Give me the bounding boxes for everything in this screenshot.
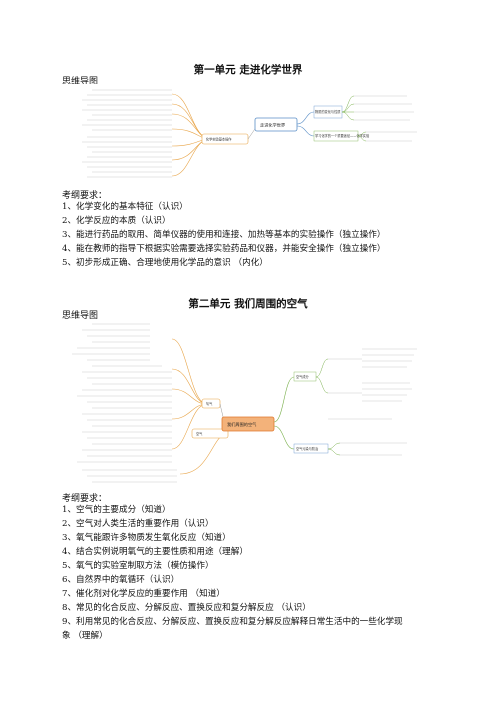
unit2-req-item: 1、空气的主要成分（知道） xyxy=(62,505,171,515)
unit2-right-node-pollution: 空气污染与防治 xyxy=(296,446,319,451)
unit2-left-node-air: 空气 xyxy=(196,431,203,436)
unit1-right-node-1: 物质的变化与性质 xyxy=(315,109,341,114)
unit2-req-item: 8、常见的化合反应、分解反应、置换反应和复分解反应 （认识） xyxy=(62,603,311,613)
unit1-req-label: 考纲要求： xyxy=(62,191,108,201)
unit2-req-item: 3、氧气能跟许多物质发生氧化反应（知道） xyxy=(62,533,231,543)
unit2-req-item: 象 （理解） xyxy=(62,631,108,641)
unit2-title: 第二单元 我们周围的空气 xyxy=(188,298,308,310)
unit1-requirements: 1、化学变化的基本特征（认识） 2、化学反应的本质（认识） 3、能进行药品的取用… xyxy=(62,200,442,270)
unit2-req-item: 6、自然界中的氧循环（认识） xyxy=(62,575,180,585)
unit1-req-item: 5、初步形成正确、合理地使用化学品的意识 （内化） xyxy=(62,258,268,268)
unit1-title: 第一单元 走进化学世界 xyxy=(193,64,303,76)
unit2-requirements: 1、空气的主要成分（知道） 2、空气对人类生活的重要作用（认识） 3、氧气能跟许… xyxy=(62,503,442,643)
unit1-req-item: 3、能进行药品的取用、简单仪器的使用和连接、加热等基本的实验操作（独立操作） xyxy=(62,230,386,240)
unit2-mindmap-label: 思维导图 xyxy=(62,311,99,321)
unit2-req-item: 9、利用常见的化合反应、分解反应、置换反应和复分解反应解释日常生活中的一些化学现 xyxy=(62,617,403,627)
unit1-center-node: 走进化学世界 xyxy=(260,122,286,129)
unit1-mindmap: 化学实验基本操作 走进化学世界 物质的变化与性质 学习化学的一个重要途径——化学… xyxy=(62,84,432,184)
unit1-req-item: 4、能在教师的指导下根据实验需要选择实验药品和仪器，并能安全操作（独立操作） xyxy=(62,244,386,254)
unit2-req-label: 考纲要求： xyxy=(62,494,108,504)
unit1-left-node: 化学实验基本操作 xyxy=(206,137,232,142)
unit2-req-item: 5、氧气的实验室制取方法（模仿操作） xyxy=(62,561,214,571)
unit2-req-item: 7、催化剂对化学反应的重要作用 （知道） xyxy=(62,589,225,599)
unit1-req-item: 2、化学反应的本质（认识） xyxy=(62,216,171,226)
unit1-req-item: 1、化学变化的基本特征（认识） xyxy=(62,202,188,212)
unit2-mindmap: 氧气 空气 我们周围的空气 空气成分 空气污染与防治 xyxy=(62,319,432,487)
unit2-req-item: 4、结合实例说明氧气的主要性质和用途（理解） xyxy=(62,547,248,557)
unit2-left-node-oxygen: 氧气 xyxy=(206,401,213,406)
unit2-center-node: 我们周围的空气 xyxy=(227,421,257,428)
unit2-req-item: 2、空气对人类生活的重要作用（认识） xyxy=(62,519,214,529)
unit1-mindmap-label: 思维导图 xyxy=(62,77,99,87)
unit1-right-node-2: 学习化学的一个重要途径——化学实验 xyxy=(315,133,370,138)
unit2-right-node-composition: 空气成分 xyxy=(296,374,310,379)
